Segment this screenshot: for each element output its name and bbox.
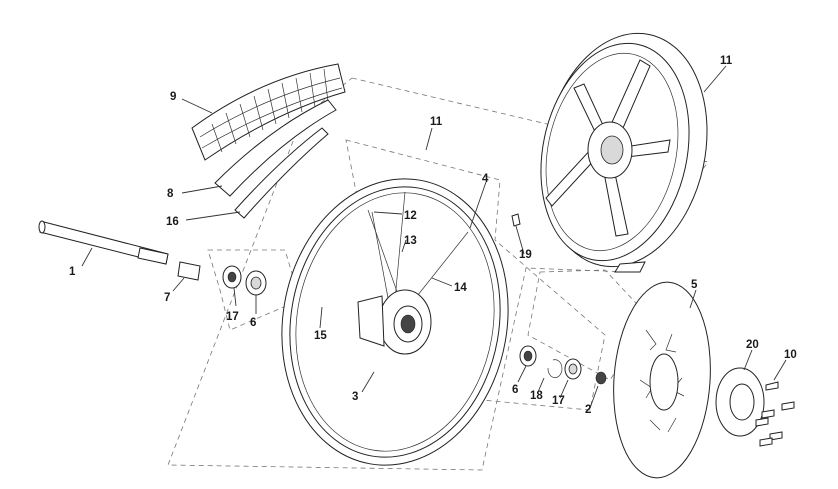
bush (595, 371, 607, 385)
tone-ring (715, 367, 765, 437)
label-8: 8 (167, 188, 174, 200)
spacer (177, 261, 201, 281)
label-9: 9 (170, 91, 176, 103)
callout-labels: 9 8 16 1 7 17 6 15 3 11 4 12 13 14 19 11… (69, 55, 797, 416)
circlip (547, 359, 563, 378)
label-10: 10 (784, 349, 797, 361)
label-13: 13 (404, 235, 417, 247)
disc-bolts (755, 381, 795, 447)
label-12: 12 (404, 210, 417, 222)
label-17b: 17 (552, 395, 565, 407)
label-15: 15 (314, 330, 327, 342)
label-2: 2 (585, 404, 591, 416)
seal-right (564, 358, 582, 380)
seal-left (222, 265, 242, 289)
label-6b: 6 (512, 384, 518, 396)
label-6a: 6 (250, 317, 256, 329)
label-17a: 17 (226, 311, 239, 323)
alloy-wheel (540, 32, 708, 273)
bearing-right (519, 345, 537, 367)
label-1: 1 (69, 266, 76, 278)
label-11a: 11 (430, 116, 443, 128)
label-5: 5 (691, 279, 698, 291)
bearing-outline (207, 249, 301, 331)
label-19: 19 (519, 249, 532, 261)
axle (38, 220, 169, 265)
label-3: 3 (352, 391, 358, 403)
label-11b: 11 (720, 55, 733, 67)
label-4: 4 (482, 173, 489, 185)
hub-outline (345, 139, 606, 411)
label-20: 20 (746, 339, 759, 351)
hub (357, 289, 432, 355)
bearing-left (245, 270, 267, 296)
brake-disc (613, 281, 711, 479)
label-16: 16 (166, 216, 179, 228)
rim-tape (234, 127, 329, 219)
leader-lines (81, 65, 787, 409)
label-18: 18 (530, 390, 543, 402)
tyre (191, 63, 346, 161)
disc-outline (527, 269, 651, 381)
valve (511, 213, 521, 227)
label-14: 14 (454, 282, 467, 294)
inner-tube (214, 99, 337, 197)
label-7: 7 (164, 292, 170, 304)
